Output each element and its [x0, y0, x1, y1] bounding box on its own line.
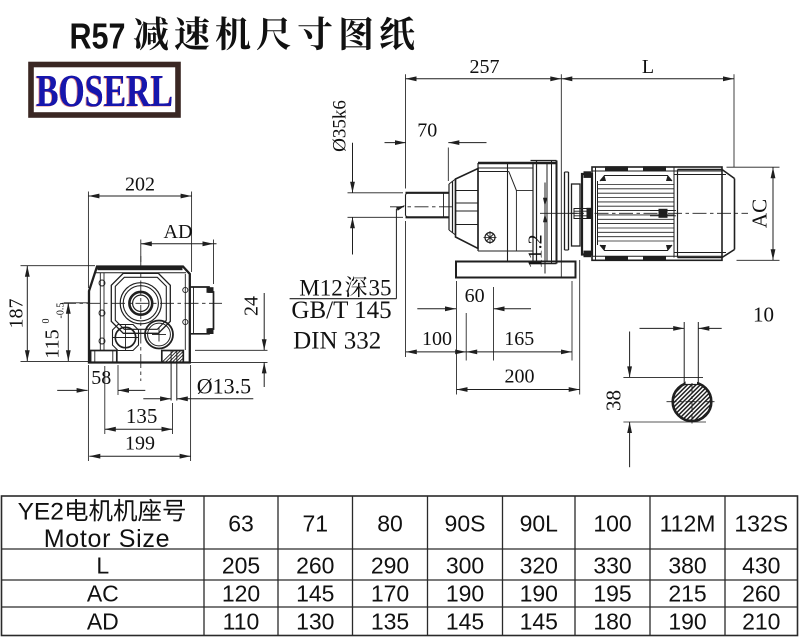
svg-text:L: L — [642, 56, 654, 78]
svg-text:190: 190 — [668, 609, 706, 635]
svg-text:205: 205 — [222, 553, 260, 579]
svg-text:430: 430 — [742, 553, 780, 579]
svg-text:300: 300 — [446, 553, 484, 579]
svg-text:70: 70 — [417, 119, 437, 141]
svg-text:35: 35 — [369, 275, 392, 300]
svg-text:170: 170 — [371, 581, 409, 607]
svg-text:0: 0 — [41, 319, 52, 324]
svg-text:130: 130 — [296, 609, 334, 635]
svg-text:AD: AD — [164, 221, 193, 243]
svg-text:135: 135 — [126, 404, 158, 428]
svg-text:145: 145 — [296, 581, 334, 607]
svg-text:71: 71 — [302, 511, 328, 537]
svg-text:380: 380 — [668, 553, 706, 579]
svg-text:120: 120 — [222, 581, 260, 607]
svg-text:145: 145 — [520, 609, 558, 635]
svg-text:195: 195 — [593, 581, 631, 607]
svg-text:112M: 112M — [660, 511, 716, 537]
svg-text:YE2: YE2 — [18, 499, 64, 526]
svg-text:145: 145 — [446, 609, 484, 635]
svg-text:AD: AD — [87, 609, 119, 635]
svg-text:90L: 90L — [520, 511, 559, 537]
svg-text:BOSERL: BOSERL — [36, 65, 173, 116]
svg-text:11.2: 11.2 — [525, 234, 547, 268]
svg-text:Motor Size: Motor Size — [44, 525, 170, 553]
svg-text:80: 80 — [377, 511, 403, 537]
svg-text:210: 210 — [742, 609, 780, 635]
svg-text:DIN 332: DIN 332 — [293, 328, 381, 355]
svg-text:260: 260 — [742, 581, 780, 607]
svg-text:-0.5: -0.5 — [56, 303, 67, 319]
svg-text:202: 202 — [125, 173, 155, 195]
svg-text:190: 190 — [446, 581, 484, 607]
svg-text:257: 257 — [470, 56, 500, 78]
svg-text:187: 187 — [6, 299, 28, 329]
svg-text:110: 110 — [223, 609, 260, 635]
svg-text:24: 24 — [241, 296, 263, 316]
svg-text:AC: AC — [87, 581, 119, 607]
svg-text:320: 320 — [520, 553, 558, 579]
svg-text:Ø35k6: Ø35k6 — [330, 100, 351, 152]
svg-text:38: 38 — [602, 390, 626, 411]
svg-text:190: 190 — [520, 581, 558, 607]
svg-text:M12: M12 — [299, 275, 342, 300]
svg-text:135: 135 — [371, 609, 409, 635]
svg-text:60: 60 — [465, 285, 485, 307]
svg-text:BOSERL: BOSERL — [35, 65, 172, 116]
svg-text:132S: 132S — [734, 511, 788, 537]
svg-text:180: 180 — [593, 609, 631, 635]
svg-text:165: 165 — [504, 328, 534, 350]
svg-text:10: 10 — [753, 302, 774, 326]
svg-text:260: 260 — [296, 553, 334, 579]
svg-text:330: 330 — [593, 553, 631, 579]
svg-text:199: 199 — [125, 433, 155, 455]
svg-text:100: 100 — [593, 511, 631, 537]
svg-text:215: 215 — [668, 581, 706, 607]
svg-text:100: 100 — [422, 328, 452, 350]
svg-text:115: 115 — [42, 329, 64, 358]
svg-text:GB/T 145: GB/T 145 — [291, 297, 391, 324]
svg-text:L: L — [96, 553, 109, 579]
svg-text:BOSERL: BOSERL — [36, 65, 173, 116]
svg-text:Ø13.5: Ø13.5 — [197, 373, 251, 398]
svg-text:58: 58 — [91, 367, 111, 389]
svg-text:200: 200 — [505, 366, 535, 388]
svg-text:290: 290 — [371, 553, 409, 579]
svg-text:R57: R57 — [70, 16, 126, 57]
svg-text:63: 63 — [228, 511, 254, 537]
svg-text:AC: AC — [748, 199, 772, 228]
svg-text:90S: 90S — [445, 511, 486, 537]
